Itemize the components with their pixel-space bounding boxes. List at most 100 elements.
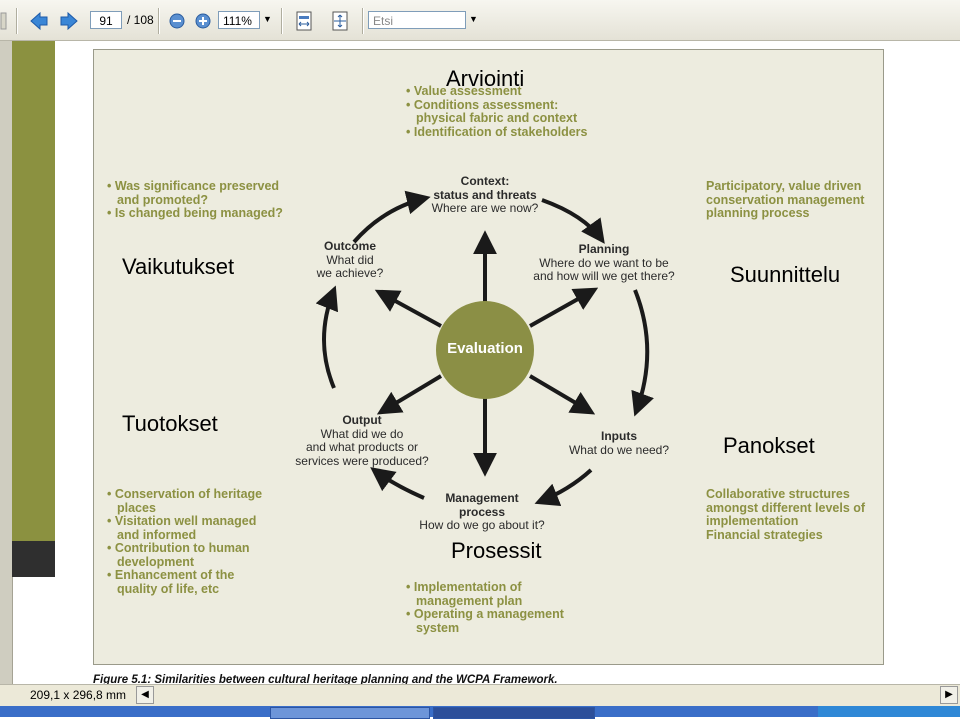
node-title: process	[458, 504, 506, 519]
right-top-text: Participatory, value driven conservation…	[706, 179, 865, 221]
bullet-text: and promoted?	[117, 192, 208, 207]
text-line: Financial strategies	[706, 527, 823, 542]
bullet-text: Identification of stakeholders	[413, 124, 588, 139]
node-question: What did	[326, 252, 374, 267]
evaluation-circle	[436, 301, 534, 399]
bullet-text: Is changed being managed?	[114, 206, 283, 220]
overlay-label-panokset: Panokset	[723, 433, 815, 458]
status-bar	[0, 684, 960, 706]
node-title: Management	[445, 491, 519, 505]
node-title: Output	[342, 413, 382, 427]
figure-caption: Figure 5.1: Similarities between cultura…	[93, 674, 558, 686]
node-question: services were produced?	[295, 453, 429, 468]
wcpa-figure: Evaluation • Value assessment • Conditio…	[93, 49, 884, 665]
overlay-label-tuotokset: Tuotokset	[122, 411, 218, 436]
text-line: Participatory, value driven	[706, 179, 862, 193]
text-line: Collaborative structures	[706, 487, 850, 501]
bullet-text: places	[117, 500, 156, 515]
taskbar-window-button-active[interactable]	[433, 707, 595, 719]
page-number-input[interactable]: 91	[90, 11, 122, 29]
search-input[interactable]: Etsi	[368, 11, 466, 29]
text-line: planning process	[706, 206, 810, 220]
node-title: Planning	[578, 242, 630, 256]
overlay-label-vaikutukset: Vaikutukset	[122, 254, 235, 279]
bullet-text: Implementation of	[413, 580, 522, 594]
node-inputs: Inputs What do we need?	[564, 429, 674, 457]
toolbar-separator	[16, 8, 18, 34]
zoom-level-input[interactable]: 111%	[218, 11, 260, 29]
fit-width-button[interactable]	[293, 10, 315, 32]
zoom-out-icon	[169, 13, 185, 29]
previous-page-button[interactable]	[28, 10, 50, 32]
page-total-label: / 108	[127, 13, 154, 27]
evaluation-label: Evaluation	[447, 340, 523, 357]
bullet-text: physical fabric and context	[416, 111, 578, 125]
node-question: What did we do	[320, 426, 404, 441]
zoom-in-icon	[195, 13, 211, 29]
bullet-text: Operating a management	[413, 607, 564, 621]
arrow-left-icon	[30, 11, 48, 31]
fit-width-icon	[296, 11, 312, 31]
node-question: and what products or	[305, 440, 419, 454]
bullet-text: and informed	[117, 527, 197, 542]
pdf-toolbar: 91 / 108 111% ▼ Etsi ▼	[0, 0, 960, 41]
scroll-left-button[interactable]: ◀	[136, 686, 154, 704]
bullet-text: system	[416, 620, 460, 635]
toolbar-grip	[0, 10, 8, 32]
text-line: implementation	[706, 514, 799, 528]
bullet-text: Conservation of heritage	[114, 487, 263, 501]
overlay-label-arviointi: Arviointi	[446, 66, 525, 91]
node-title: Inputs	[601, 429, 637, 443]
toolbar-separator	[281, 8, 283, 34]
bullet-text: Enhancement of the	[114, 568, 235, 582]
node-output: Output What did we do and what products …	[292, 413, 432, 468]
node-question: and how will we get there?	[533, 269, 675, 283]
spoke-arrows	[374, 230, 599, 477]
overlay-label-prosessit: Prosessit	[451, 538, 542, 563]
bottom-bullets: • Implementation of management plan • Op…	[406, 580, 564, 635]
node-outcome: Outcome What did we achieve?	[307, 239, 393, 281]
text-line: conservation management	[706, 192, 865, 207]
arrow-right-icon	[60, 11, 78, 31]
page-background-strip	[12, 41, 55, 541]
node-question: we achieve?	[316, 266, 384, 280]
zoom-in-button[interactable]	[192, 10, 214, 32]
toolbar-separator	[362, 8, 364, 34]
node-title: Context:	[460, 174, 510, 188]
bullet-text: Visitation well managed	[114, 514, 257, 528]
fit-page-icon	[332, 11, 348, 31]
search-dropdown-arrow[interactable]: ▼	[469, 14, 478, 24]
node-question: How do we go about it?	[419, 518, 545, 532]
overlay-label-suunnittelu: Suunnittelu	[730, 262, 841, 287]
right-bottom-text: Collaborative structures amongst differe…	[706, 487, 866, 542]
node-planning: Planning Where do we want to be and how …	[524, 242, 684, 284]
page-size-label: 209,1 x 296,8 mm	[30, 688, 127, 702]
page-background-dark-strip	[12, 541, 55, 577]
cycle-diagram	[315, 190, 654, 507]
bullet-text: Contribution to human	[114, 541, 250, 555]
bullet-text: Was significance preserved	[114, 179, 280, 193]
bullet-text: Conditions assessment:	[413, 97, 559, 112]
node-management: Management process How do we go about it…	[412, 491, 552, 533]
toolbar-separator	[158, 8, 160, 34]
fit-page-button[interactable]	[329, 10, 351, 32]
node-question: Where are we now?	[431, 201, 539, 215]
bullet-text: management plan	[416, 593, 523, 608]
node-title: Outcome	[323, 239, 376, 253]
bullet-text: Value assessment	[413, 84, 522, 98]
system-tray	[818, 706, 960, 717]
node-question: Where do we want to be	[539, 255, 669, 270]
zoom-dropdown-arrow[interactable]: ▼	[263, 14, 272, 24]
node-title: status and threats	[433, 187, 537, 202]
left-top-bullets: • Was significance preserved and promote…	[107, 179, 283, 220]
node-context: Context: status and threats Where are we…	[425, 174, 545, 216]
zoom-out-button[interactable]	[166, 10, 188, 32]
bullet-text: development	[117, 554, 195, 569]
top-bullets: • Value assessment • Conditions assessme…	[406, 84, 588, 139]
scroll-right-button[interactable]: ▶	[940, 686, 958, 704]
bullet-text: quality of life, etc	[117, 581, 220, 596]
next-page-button[interactable]	[58, 10, 80, 32]
cycle-arrows	[315, 190, 654, 507]
text-line: amongst different levels of	[706, 500, 866, 515]
taskbar-window-button[interactable]	[270, 707, 430, 719]
